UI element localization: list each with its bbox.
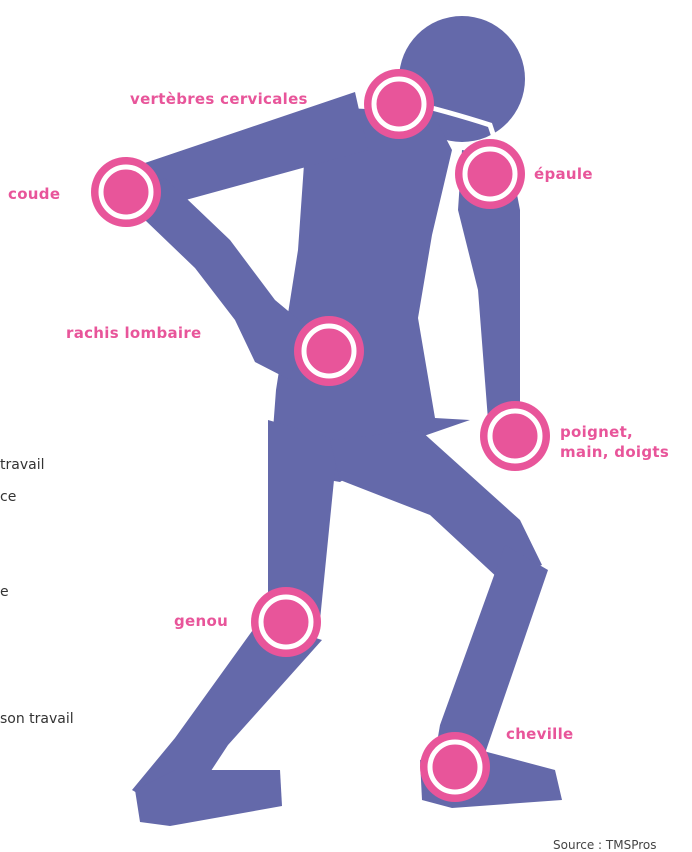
side-text-2: ce xyxy=(0,488,16,506)
side-text-1: travail xyxy=(0,456,44,474)
joint-marker-knee xyxy=(251,587,321,657)
label-lumbar: rachis lombaire xyxy=(66,323,202,343)
joint-marker-ankle xyxy=(420,732,490,802)
side-text-3: e xyxy=(0,583,9,601)
joint-marker-elbow xyxy=(91,157,161,227)
joint-marker-cervical xyxy=(364,69,434,139)
joint-marker-lumbar xyxy=(294,316,364,386)
label-ankle: cheville xyxy=(506,724,574,744)
label-wrist: poignet, main, doigts xyxy=(560,422,669,462)
label-cervical: vertèbres cervicales xyxy=(130,89,308,109)
label-knee: genou xyxy=(174,611,228,631)
source-note: Source : TMSPros xyxy=(553,838,656,852)
joint-marker-wrist xyxy=(480,401,550,471)
side-text-4: son travail xyxy=(0,710,74,728)
joint-marker-shoulder xyxy=(455,139,525,209)
label-shoulder: épaule xyxy=(534,164,593,184)
label-elbow: coude xyxy=(8,184,60,204)
